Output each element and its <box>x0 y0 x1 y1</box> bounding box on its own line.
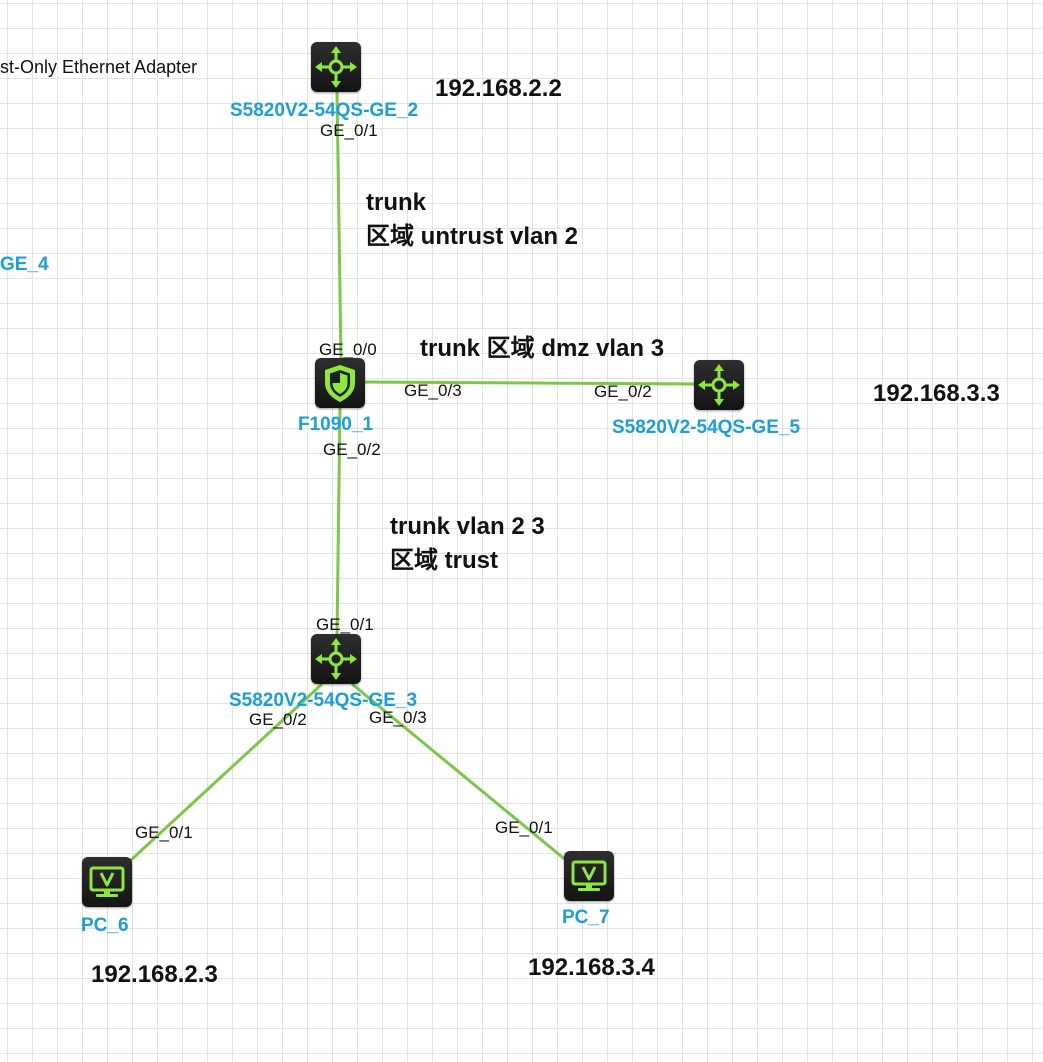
annotation-trust-line1: trunk vlan 2 3 <box>390 513 545 540</box>
switch-bottom-name: S5820V2-54QS-GE_3 <box>229 690 418 711</box>
switch-right[interactable] <box>694 360 744 410</box>
switch-top[interactable] <box>311 42 361 92</box>
switch-icon <box>315 46 357 88</box>
pc-7-ip: 192.168.3.4 <box>528 954 655 981</box>
pc-7[interactable] <box>564 851 614 901</box>
port-label: GE_0/1 <box>320 121 378 140</box>
port-label: GE_0/1 <box>495 818 553 837</box>
link-sw-bottom-to-pc7[interactable] <box>351 682 574 868</box>
switch-right-ip: 192.168.3.3 <box>873 380 1000 407</box>
switch-top-ip: 192.168.2.2 <box>435 75 562 102</box>
firewall-icon <box>325 365 355 402</box>
adapter-label-partial: st-Only Ethernet Adapter <box>0 57 198 77</box>
port-label: GE_0/2 <box>594 382 652 401</box>
annotation-trust-line2: 区域 trust <box>390 547 498 574</box>
pc-6-ip: 192.168.2.3 <box>91 961 218 988</box>
annotation-untrust-line2: 区域 untrust vlan 2 <box>366 223 579 250</box>
port-label: GE_0/1 <box>316 615 374 634</box>
port-label: GE_0/0 <box>319 340 377 359</box>
switch-top-name: S5820V2-54QS-GE_2 <box>230 100 419 121</box>
annotation-dmz: trunk 区域 dmz vlan 3 <box>420 335 665 362</box>
pc-6[interactable] <box>82 857 132 907</box>
device-label-partial[interactable]: GE_4 <box>0 254 49 275</box>
port-label: GE_0/1 <box>135 823 193 842</box>
annotation-untrust-line1: trunk <box>366 189 426 216</box>
link-firewall-to-sw-bottom[interactable] <box>335 406 342 637</box>
pc-6-name: PC_6 <box>81 915 129 936</box>
firewall-name: F1090_1 <box>298 414 374 435</box>
switch-icon <box>315 638 357 680</box>
pc-icon <box>571 860 607 891</box>
link-sw-bottom-to-pc6[interactable] <box>116 682 324 874</box>
port-label: GE_0/2 <box>249 710 307 729</box>
switch-icon <box>698 364 740 406</box>
pc-icon <box>89 866 125 897</box>
firewall[interactable] <box>315 358 365 408</box>
switch-bottom[interactable] <box>311 634 361 684</box>
port-label: GE_0/3 <box>369 708 427 727</box>
link-firewall-to-sw-right[interactable] <box>364 380 697 386</box>
switch-right-name: S5820V2-54QS-GE_5 <box>612 417 801 438</box>
port-label: GE_0/3 <box>404 381 462 400</box>
link-sw-top-to-firewall[interactable] <box>335 91 343 361</box>
port-label: GE_0/2 <box>323 440 381 459</box>
pc-7-name: PC_7 <box>562 907 610 928</box>
